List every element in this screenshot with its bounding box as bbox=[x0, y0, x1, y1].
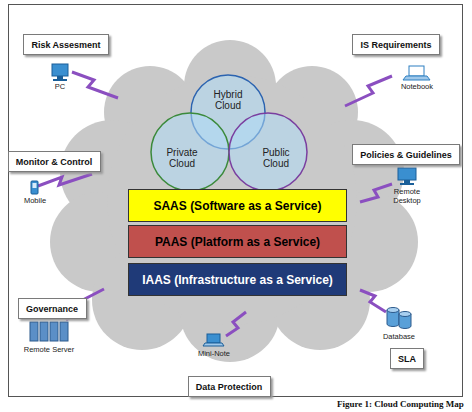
service-layer-text: IAAS (Infrastructure as a Service) bbox=[142, 273, 333, 287]
notebook-icon bbox=[403, 66, 430, 80]
topic-box: IS Requirements bbox=[352, 34, 440, 55]
topic-text: Data Protection bbox=[196, 382, 263, 392]
lightning-bolts bbox=[38, 72, 392, 336]
mini-note-icon bbox=[203, 334, 224, 346]
cloud-type-text: Public Cloud bbox=[251, 147, 301, 169]
device-label: Notebook bbox=[401, 82, 433, 91]
remote-desktop-icon bbox=[398, 168, 416, 185]
outer-frame bbox=[9, 5, 463, 397]
topic-text: Governance bbox=[26, 304, 78, 314]
cloud-type-circle: Private Cloud bbox=[150, 112, 230, 192]
mobile-icon bbox=[31, 181, 38, 194]
service-layer-text: PAAS (Platform as a Service) bbox=[155, 235, 320, 249]
topic-text: Policies & Guidelines bbox=[360, 150, 452, 160]
topic-text: Monitor & Control bbox=[16, 157, 92, 167]
topic-box: SLA bbox=[390, 348, 424, 369]
device-label: Database bbox=[383, 332, 415, 341]
topic-box: Risk Assesment bbox=[23, 34, 109, 55]
topic-box: Data Protection bbox=[188, 376, 271, 397]
remote-server-icon bbox=[30, 322, 68, 341]
service-layer-band: PAAS (Platform as a Service) bbox=[128, 225, 347, 258]
topic-box: Policies & Guidelines bbox=[352, 144, 460, 165]
service-layer-band: IAAS (Infrastructure as a Service) bbox=[128, 263, 347, 296]
device-label: Remote Server bbox=[24, 345, 74, 354]
cloud-type-text: Hybrid Cloud bbox=[201, 89, 255, 111]
cloud-type-circle: Public Cloud bbox=[228, 112, 308, 192]
database-icon bbox=[387, 308, 411, 329]
topic-box: Governance bbox=[18, 298, 87, 319]
topic-text: IS Requirements bbox=[360, 40, 431, 50]
figure-caption: Figure 1: Cloud Computing Map bbox=[337, 399, 464, 409]
pc-icon bbox=[52, 64, 68, 81]
device-label: PC bbox=[55, 82, 65, 91]
topic-text: Risk Assesment bbox=[31, 40, 100, 50]
topic-text: SLA bbox=[398, 354, 416, 364]
device-label: Mobile bbox=[24, 196, 46, 205]
device-label: Remote Desktop bbox=[385, 187, 429, 205]
service-layer-band: SAAS (Software as a Service) bbox=[128, 189, 347, 222]
service-layer-text: SAAS (Software as a Service) bbox=[153, 199, 321, 213]
topic-box: Monitor & Control bbox=[8, 151, 101, 172]
device-label: Mini-Note bbox=[198, 349, 230, 358]
cloud-shape bbox=[50, 40, 418, 362]
cloud-type-text: Private Cloud bbox=[157, 147, 207, 169]
